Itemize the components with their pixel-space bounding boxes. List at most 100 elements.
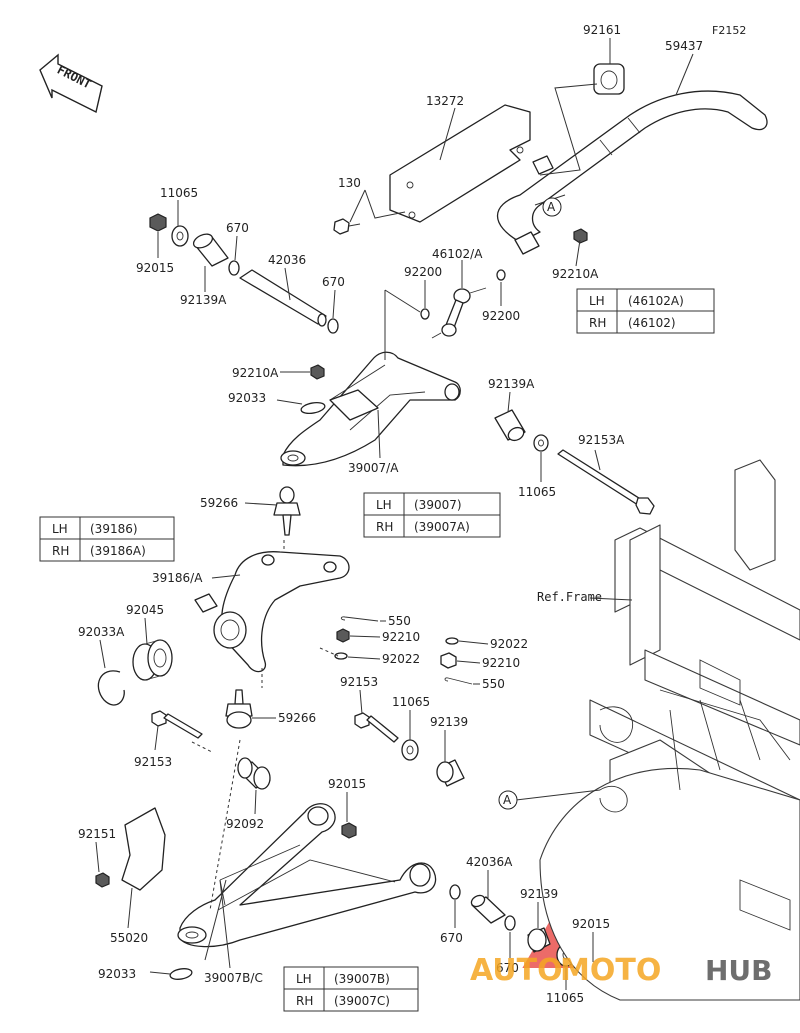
label-550-top: 550 <box>388 614 411 628</box>
label-59266-top: 59266 <box>200 496 238 510</box>
label-92015-mid: 92015 <box>328 777 366 791</box>
label-92139A-right: 92139A <box>488 377 535 391</box>
washer-11065-low <box>401 739 419 761</box>
marker-a-bottom: A <box>498 790 518 810</box>
label-92210-a: 92210 <box>382 630 420 644</box>
bolt-92151 <box>95 872 110 888</box>
stabilizer-bar <box>496 90 768 255</box>
sleeve-42036A <box>470 894 506 924</box>
label-11065-mid: 11065 <box>518 485 556 499</box>
table-46102-r1-code: (46102A) <box>628 294 684 308</box>
washer-92022-left <box>334 652 348 660</box>
label-42036: 42036 <box>268 253 306 267</box>
label-92139A-left: 92139A <box>180 293 227 307</box>
table-39007-r1-side: LH <box>376 498 392 512</box>
bearing-92045 <box>132 639 173 681</box>
bolt-92153-mid <box>354 712 399 743</box>
marker-a-top: A <box>542 197 562 217</box>
label-92045: 92045 <box>126 603 164 617</box>
ball-joint-59266-top <box>273 486 301 536</box>
sleeve-42036 <box>239 269 327 327</box>
oring-670-low2 <box>504 915 516 931</box>
upper-arm-39007A <box>280 351 461 467</box>
svg-text:A: A <box>503 793 512 807</box>
label-39007A: 39007/A <box>348 461 399 475</box>
table-39007-r1-code: (39007) <box>414 498 462 512</box>
bushing-92092 <box>237 757 271 790</box>
label-55020: 55020 <box>110 931 148 945</box>
table-39007B-r2-side: RH <box>296 994 313 1008</box>
circlip-92033-top <box>300 402 326 414</box>
table-39186: LH (39186) RH (39186A) <box>39 516 175 562</box>
label-130: 130 <box>338 176 361 190</box>
nut-92015-top <box>149 213 167 232</box>
oring-670-mid <box>327 318 339 334</box>
nut-92210-a <box>336 628 350 643</box>
reference-frame <box>539 459 800 1001</box>
ball-joint-59266-bot <box>225 689 253 729</box>
washer-11065-mid <box>533 434 549 452</box>
label-92022-right: 92022 <box>490 637 528 651</box>
label-92033-top: 92033 <box>228 391 266 405</box>
label-92200-left: 92200 <box>404 265 442 279</box>
bushing-92139A-left <box>192 233 229 267</box>
nut-92210A-mid <box>310 364 325 380</box>
label-670-low2: 670 <box>496 961 519 975</box>
table-39007B-r1-code: (39007B) <box>334 972 390 986</box>
label-92151: 92151 <box>78 827 116 841</box>
washer-11065-top <box>171 225 189 247</box>
label-92161: 92161 <box>583 23 621 37</box>
table-39186-r1-code: (39186) <box>90 522 138 536</box>
front-direction-arrow: FRONT <box>39 53 103 114</box>
watermark-hub: HUB <box>705 954 773 987</box>
watermark-text: AUTO MOTO HUB <box>470 953 773 988</box>
label-92153A: 92153A <box>578 433 625 447</box>
table-39186-r2-code: (39186A) <box>90 544 146 558</box>
table-39007B-r2-code: (39007C) <box>334 994 390 1008</box>
label-92033-low: 92033 <box>98 967 136 981</box>
bolt-130 <box>333 218 361 235</box>
lower-arm-39007BC <box>177 803 437 948</box>
label-550-bot: 550 <box>482 677 505 691</box>
oring-670-low <box>449 884 461 900</box>
oring-670-top <box>228 260 240 276</box>
label-92015-top: 92015 <box>136 261 174 275</box>
label-59437: 59437 <box>665 39 703 53</box>
label-670-mid: 670 <box>322 275 345 289</box>
table-46102-r1-side: LH <box>589 294 605 308</box>
nut-92210-b <box>440 652 457 669</box>
svg-text:A: A <box>547 200 556 214</box>
cotter-pin-550-bot <box>444 677 473 685</box>
guard-55020 <box>121 807 166 891</box>
table-39007: LH (39007) RH (39007A) <box>363 492 501 538</box>
bracket-13272 <box>389 104 531 223</box>
table-46102-r2-code: (46102) <box>628 316 676 330</box>
table-39007-r2-code: (39007A) <box>414 520 470 534</box>
label-92139-low: 92139 <box>520 887 558 901</box>
label-11065-low: 11065 <box>392 695 430 709</box>
label-92210-b: 92210 <box>482 656 520 670</box>
table-39186-r2-side: RH <box>52 544 69 558</box>
watermark-moto: MOTO <box>560 953 661 988</box>
label-92153-left: 92153 <box>134 755 172 769</box>
bolt-92153-left <box>151 710 203 739</box>
reference-frame-label: Ref.Frame <box>537 590 602 604</box>
label-92033A: 92033A <box>78 625 125 639</box>
label-92153-mid: 92153 <box>340 675 378 689</box>
table-39007B: LH (39007B) RH (39007C) <box>283 966 419 1012</box>
table-39007B-r1-side: LH <box>296 972 312 986</box>
bushing-92139 <box>436 759 465 787</box>
table-46102-r2-side: RH <box>589 316 606 330</box>
label-42036A: 42036A <box>466 855 513 869</box>
knuckle-39186A <box>194 551 350 673</box>
stabilizer-link <box>431 287 487 339</box>
label-92210A-top: 92210A <box>552 267 599 281</box>
bushing-92139-low <box>527 927 551 953</box>
nut-92210A-top <box>573 228 588 244</box>
label-670-low: 670 <box>440 931 463 945</box>
label-11065-top: 11065 <box>160 186 198 200</box>
table-39186-r1-side: LH <box>52 522 68 536</box>
label-39007BC: 39007B/C <box>204 971 263 985</box>
label-59266-bot: 59266 <box>278 711 316 725</box>
